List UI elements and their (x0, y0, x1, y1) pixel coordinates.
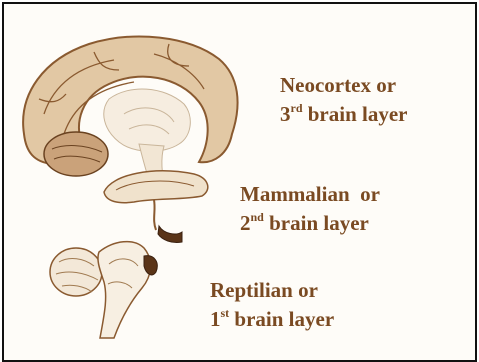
neocortex-layer-text: brain layer (303, 102, 408, 126)
mammalian-layer-number: 2 (240, 211, 251, 235)
reptilian-label-line1: Reptilian or (210, 276, 334, 305)
mammalian-label-line1: Mammalian or (240, 180, 380, 209)
neocortex-label-line1: Neocortex or (280, 71, 408, 100)
neocortex-label: Neocortex or 3rd brain layer (280, 71, 408, 132)
reptilian-layer-number: 1 (210, 307, 221, 331)
reptilian-ordinal-suffix: st (221, 306, 230, 320)
neocortex-ordinal-suffix: rd (291, 101, 303, 115)
reptilian-brain (50, 242, 157, 338)
reptilian-label: Reptilian or 1st brain layer (210, 276, 334, 337)
reptilian-label-line2: 1st brain layer (210, 305, 334, 337)
mammalian-label-line2: 2nd brain layer (240, 209, 380, 241)
reptilian-layer-text: brain layer (229, 307, 334, 331)
mammalian-layer-text: brain layer (264, 211, 369, 235)
neocortex-label-line2: 3rd brain layer (280, 100, 408, 132)
neocortex-brain (23, 37, 237, 194)
mammalian-label: Mammalian or 2nd brain layer (240, 180, 380, 241)
mammalian-ordinal-suffix: nd (251, 210, 264, 224)
mammalian-brain (104, 171, 208, 243)
neocortex-layer-number: 3 (280, 102, 291, 126)
